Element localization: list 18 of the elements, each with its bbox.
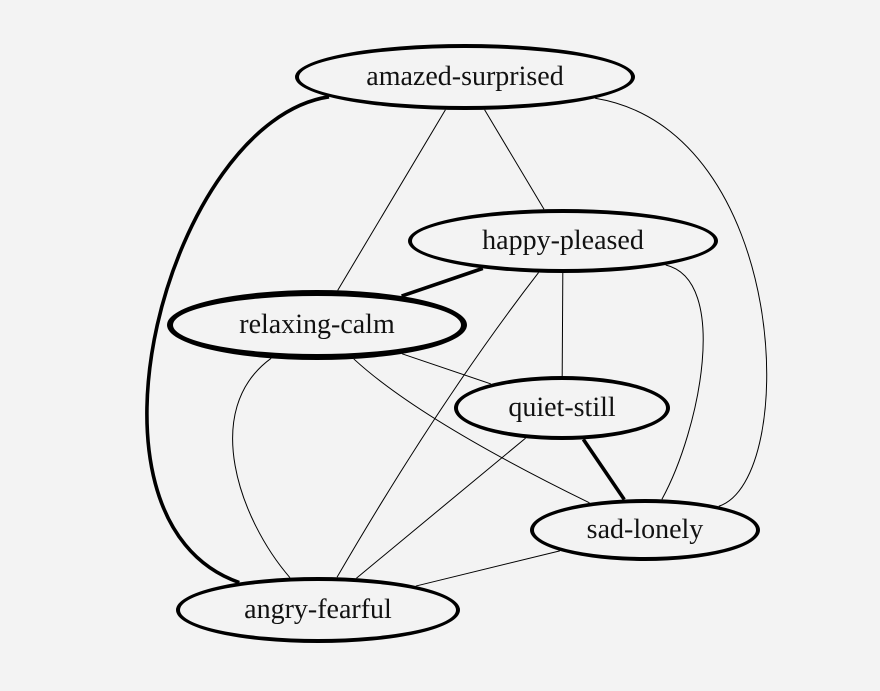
connector-line <box>232 358 290 578</box>
node-label: quiet-still <box>508 392 616 424</box>
connector-line <box>415 550 560 587</box>
node-label: angry-fearful <box>244 594 392 626</box>
connector-line <box>484 109 545 210</box>
connector-line <box>146 95 330 584</box>
connector-line <box>582 438 626 501</box>
connector-line <box>661 264 704 500</box>
ellipse-node <box>454 376 670 440</box>
node-label: amazed-surprised <box>366 61 564 93</box>
connector-line <box>336 272 540 578</box>
connector-line <box>594 98 767 507</box>
node-label: sad-lonely <box>586 514 704 546</box>
node-label: relaxing-calm <box>239 309 395 341</box>
connector-line <box>337 109 446 291</box>
connector-line <box>356 438 526 579</box>
node-label: happy-pleased <box>482 225 644 257</box>
connector-line <box>562 272 564 376</box>
